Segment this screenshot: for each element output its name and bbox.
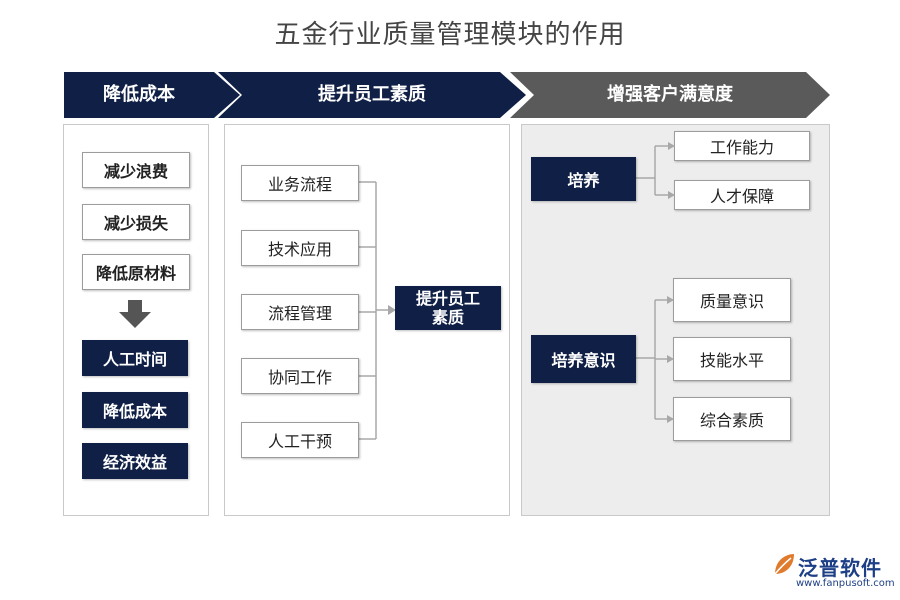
- item-manual-intervention: 人工干预: [241, 422, 359, 458]
- item-reduce-material: 降低原材料: [82, 254, 190, 290]
- group-cultivate-awareness: 培养意识: [531, 335, 636, 383]
- item-overall-quality: 综合素质: [673, 397, 791, 441]
- target-improve-staff: 提升员工 素质: [395, 286, 501, 330]
- item-talent-guarantee: 人才保障: [674, 180, 810, 210]
- item-labor-time: 人工时间: [82, 340, 188, 376]
- leaf-logo-icon: [774, 554, 794, 575]
- section-label: 提升员工素质: [318, 84, 426, 105]
- group-cultivate: 培养: [531, 157, 636, 201]
- item-skill-level: 技能水平: [673, 337, 791, 381]
- chevron-shape: [218, 72, 526, 118]
- item-collaboration: 协同工作: [241, 358, 359, 394]
- item-process-management: 流程管理: [241, 294, 359, 330]
- item-work-ability: 工作能力: [674, 131, 810, 161]
- item-cost-down: 降低成本: [82, 392, 188, 428]
- item-economic-benefit: 经济效益: [82, 443, 188, 479]
- section-label: 降低成本: [103, 84, 175, 105]
- brand-name: 泛普软件: [798, 556, 882, 580]
- section-header-reduce-cost: 降低成本: [64, 72, 240, 118]
- section-header-improve-staff: 提升员工素质: [218, 72, 526, 118]
- chevron-shape: [510, 72, 830, 118]
- item-tech-application: 技术应用: [241, 230, 359, 266]
- item-quality-awareness: 质量意识: [673, 278, 791, 322]
- item-reduce-loss: 减少损失: [82, 204, 190, 240]
- brand-url: www.fanpusoft.com: [796, 578, 895, 589]
- item-business-process: 业务流程: [241, 165, 359, 201]
- section-header-customer-satisfaction: 增强客户满意度: [510, 72, 830, 118]
- section-label: 增强客户满意度: [607, 84, 733, 105]
- page-title: 五金行业质量管理模块的作用: [274, 20, 626, 50]
- item-reduce-waste: 减少浪费: [82, 152, 190, 188]
- brand-logo: 泛普软件 www.fanpusoft.com: [772, 552, 895, 592]
- chevron-shape: [64, 72, 240, 118]
- down-arrow-icon: [119, 300, 151, 328]
